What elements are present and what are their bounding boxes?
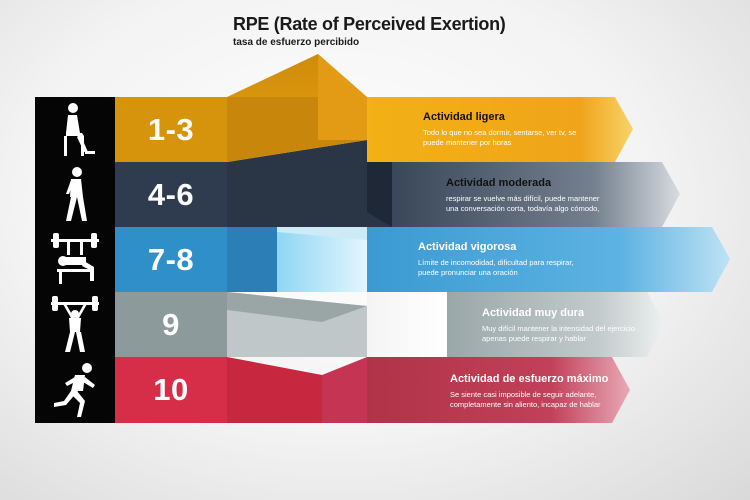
level-9-shadow [227, 292, 367, 322]
level-7-8-arrow [367, 227, 730, 292]
level-4-6-title: Actividad moderada [446, 177, 552, 189]
walking-person-icon [35, 162, 115, 227]
level-10-panel [227, 357, 322, 423]
level-9-arrow [447, 292, 665, 357]
level-7-8-text: Actividad vigorosa Límite de incomodidad… [418, 241, 574, 278]
level-4-6-text: Actividad moderada respirar se vuelve má… [446, 177, 599, 214]
level-1-3-top-left [227, 54, 318, 97]
level-range-1-3: 1-3 [147, 111, 195, 147]
level-range-10: 10 [153, 371, 189, 407]
level-10-description: Se siente casi imposible de seguir adela… [450, 390, 608, 410]
icon-column [35, 97, 115, 423]
page-subtitle: tasa de esfuerzo percibido [233, 37, 360, 48]
level-1-3-desc-line2: puede mantener por horas [423, 138, 512, 147]
level-7-8-title: Actividad vigorosa [418, 241, 517, 253]
level-9-text: Actividad muy dura Muy difícil mantener … [482, 307, 635, 344]
level-9-desc-line1: Muy difícil mantener la intensidad del e… [482, 324, 635, 333]
sitting-person-icon [35, 97, 115, 162]
level-1-3-title: Actividad ligera [423, 111, 505, 123]
level-10-desc-line2: completamente sin aliento, incapaz de ha… [450, 400, 601, 409]
level-7-8-bar [115, 227, 227, 292]
level-4-6-desc-line2: una conversación corta, todavía algo cóm… [446, 204, 600, 213]
level-1-3-arrow [367, 97, 633, 162]
level-9-bar [115, 292, 227, 357]
level-4-6-bar [115, 162, 227, 227]
page-title: RPE (Rate of Perceived Exertion) [233, 14, 506, 34]
level-1-3-description: Todo lo que no sea dormir, sentarse, ver… [423, 128, 576, 148]
level-4-6-panel [227, 140, 392, 227]
level-10-text: Actividad de esfuerzo máximo Se siente c… [450, 373, 608, 410]
level-10-arrow [367, 357, 630, 423]
level-range-4-6: 4-6 [147, 176, 195, 212]
level-1-3-text: Actividad ligera Todo lo que no sea dorm… [423, 111, 576, 148]
level-1-3-bar [115, 97, 227, 162]
level-9-title: Actividad muy dura [482, 307, 585, 319]
level-1-3-side [318, 54, 367, 140]
level-10-front [322, 357, 367, 423]
level-10-title: Actividad de esfuerzo máximo [450, 373, 609, 385]
level-10-bar [115, 357, 227, 423]
level-7-8-panel [227, 218, 277, 292]
level-range-9: 9 [162, 306, 180, 342]
sprinter-icon [35, 357, 115, 422]
level-7-8-desc-line2: puede pronunciar una oración [418, 268, 518, 277]
level-7-8-desc-line1: Límite de incomodidad, dificultad para r… [418, 258, 574, 267]
level-10-desc-line1: Se siente casi imposible de seguir adela… [450, 390, 597, 399]
level-4-6-desc-line1: respirar se vuelve más difícil, puede ma… [446, 194, 600, 203]
overhead-lift-icon [35, 292, 115, 357]
level-1-3-desc-line1: Todo lo que no sea dormir, sentarse, ver… [423, 128, 577, 137]
level-7-8-description: Límite de incomodidad, dificultad para r… [418, 258, 574, 278]
level-4-6-arrow [392, 162, 680, 227]
level-range-7-8: 7-8 [147, 241, 195, 277]
level-9-front [367, 292, 447, 357]
level-9-desc-line2: apenas puede respirar y hablar [482, 334, 586, 343]
level-9-description: Muy difícil mantener la intensidad del e… [482, 324, 635, 344]
level-4-6-description: respirar se vuelve más difícil, puede ma… [446, 194, 599, 214]
bench-press-icon [35, 227, 115, 292]
